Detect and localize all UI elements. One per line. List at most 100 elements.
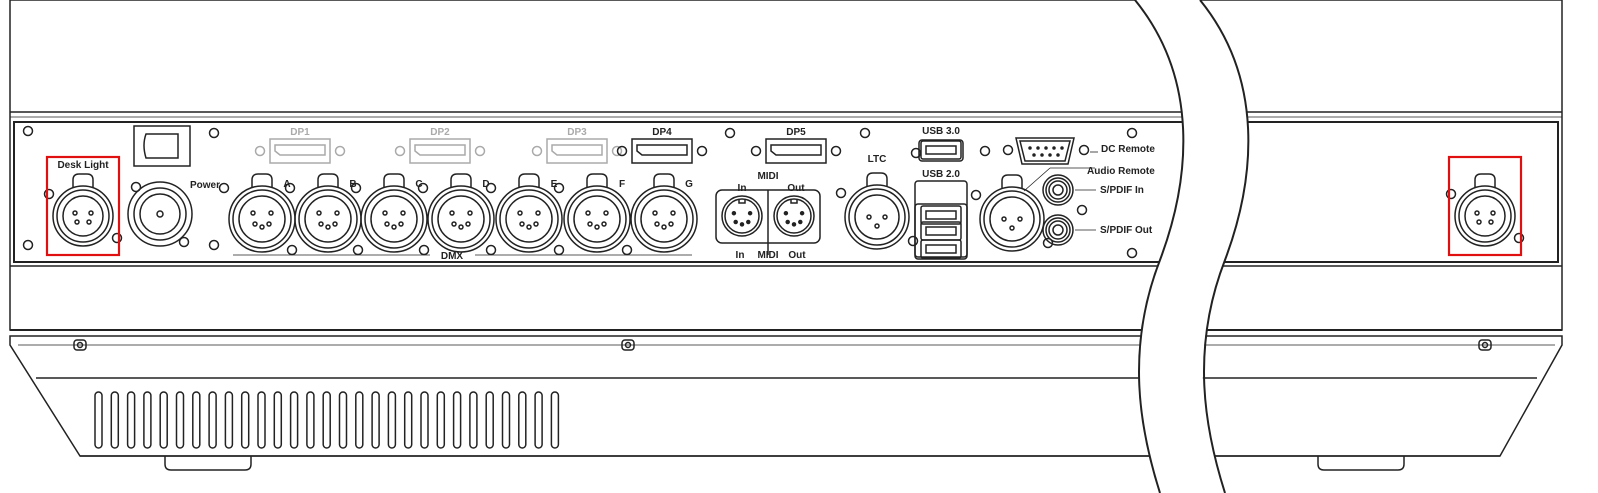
pin xyxy=(670,210,676,216)
spdif-in-connector xyxy=(1042,174,1096,206)
pin xyxy=(458,224,464,230)
dp3-label: DP3 xyxy=(567,127,587,138)
pin xyxy=(266,221,272,227)
vent-slot xyxy=(534,391,543,449)
dmx-holes xyxy=(417,182,497,256)
screw-hole xyxy=(418,244,430,256)
pin xyxy=(334,210,340,216)
pin xyxy=(519,221,525,227)
pin xyxy=(661,224,667,230)
screw-hole xyxy=(830,145,842,157)
pin xyxy=(533,221,539,227)
vent-slot xyxy=(550,391,560,449)
screw-hole xyxy=(485,182,497,194)
pin xyxy=(86,219,92,225)
pin xyxy=(535,210,541,216)
pin xyxy=(594,224,600,230)
pin xyxy=(259,224,265,230)
pin xyxy=(449,210,455,216)
screw-hole xyxy=(616,145,628,157)
dp1 xyxy=(254,138,346,164)
screw-hole xyxy=(859,127,871,139)
dmx-port-label: D xyxy=(482,179,489,190)
screw-hole xyxy=(1126,247,1138,259)
vent-slot xyxy=(143,391,152,449)
screw-hole xyxy=(979,145,991,157)
pin xyxy=(517,210,523,216)
pin xyxy=(1001,216,1007,222)
pin xyxy=(1490,210,1496,216)
pin xyxy=(1009,225,1015,231)
pin xyxy=(652,210,658,216)
vent-slot xyxy=(306,391,315,449)
vent-slot xyxy=(289,391,299,449)
pin xyxy=(882,214,888,220)
dmx-port-label: F xyxy=(619,179,625,190)
pin xyxy=(252,221,258,227)
vent-slot xyxy=(322,391,331,449)
dmx-holes xyxy=(218,182,298,256)
spdif-out-label: S/PDIF Out xyxy=(1100,225,1153,236)
audio-remote-label: Audio Remote xyxy=(1087,166,1155,177)
screw-hole xyxy=(178,236,190,248)
screw-hole xyxy=(531,145,543,157)
foot-left xyxy=(164,456,252,471)
usb2-port-3 xyxy=(920,239,962,259)
dmx-port-label: B xyxy=(349,179,356,190)
screw-hole xyxy=(1076,204,1088,216)
dmx-holes xyxy=(284,182,364,256)
usb2-port-1 xyxy=(920,205,962,225)
power-label: Power xyxy=(190,180,220,191)
desk-light-right-connector xyxy=(1445,173,1525,247)
vent-slot xyxy=(192,391,201,449)
pin xyxy=(332,221,338,227)
vent-slot xyxy=(485,391,494,449)
dmx-port-F xyxy=(563,173,631,253)
pin xyxy=(603,210,609,216)
vent-slot xyxy=(126,391,136,449)
vent-slot xyxy=(175,391,185,449)
screw-hole xyxy=(1002,144,1014,156)
vent-slot xyxy=(387,391,397,449)
dmx-port-C xyxy=(360,173,428,253)
screw-hole xyxy=(334,145,346,157)
screw-hole xyxy=(835,187,847,199)
nut-icon xyxy=(1478,339,1492,351)
screw-hole xyxy=(208,239,220,251)
screw-hole xyxy=(1126,127,1138,139)
screw-hole xyxy=(352,244,364,256)
audio-remote-connector xyxy=(970,174,1054,252)
screw-hole xyxy=(611,145,623,157)
pin xyxy=(1474,210,1480,216)
pin xyxy=(1476,219,1482,225)
nut-icon xyxy=(621,339,635,351)
highlight-box xyxy=(1447,155,1523,257)
pin xyxy=(451,221,457,227)
label: Out xyxy=(787,183,805,194)
screw-hole xyxy=(621,244,633,256)
dmx-port-label: C xyxy=(415,179,422,190)
desk-light-left-connector xyxy=(43,173,123,247)
screw-hole xyxy=(350,182,362,194)
pin xyxy=(318,221,324,227)
usb3-port xyxy=(920,140,962,160)
dmx-port-E xyxy=(495,173,563,253)
vent-slot xyxy=(452,391,462,449)
screw-hole xyxy=(1445,188,1457,200)
screw-hole xyxy=(254,145,266,157)
pin xyxy=(391,224,397,230)
screw-hole xyxy=(1042,237,1054,249)
pin xyxy=(1017,216,1023,222)
screw-hole xyxy=(417,182,429,194)
nut-icon xyxy=(73,339,87,351)
label: Out xyxy=(788,250,806,261)
vent-slot xyxy=(501,391,511,449)
label: In xyxy=(736,250,745,261)
label: MIDI xyxy=(757,250,778,261)
vent-slot xyxy=(436,391,446,449)
pin xyxy=(268,210,274,216)
screw-hole xyxy=(111,232,123,244)
vent-slot xyxy=(257,391,266,449)
pin xyxy=(874,223,880,229)
vent-slot xyxy=(403,391,413,449)
